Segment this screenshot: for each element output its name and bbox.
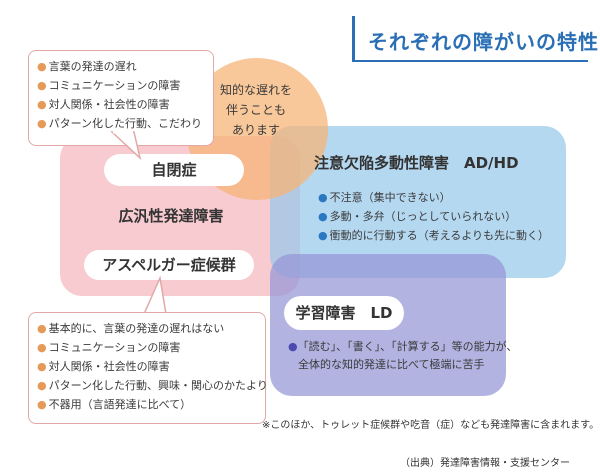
list-item: ●パターン化した行動、こだわり xyxy=(37,117,203,130)
intellectual-disability-text: 知的な遅れを 伴うことも あります xyxy=(200,80,312,140)
ld-description: ●「読む」、「書く」、「計算する」等の能力が、 全体的な知的発達に比べて極端に苦… xyxy=(288,338,517,374)
autism-label: 自閉症 xyxy=(104,154,244,186)
list-item: ●基本的に、言葉の発達の遅れはない xyxy=(37,322,225,335)
list-item: ●コミュニケーションの障害 xyxy=(37,341,181,354)
adhd-list: ●不注意（集中できない） ●多動・多弁（じっとしていられない） ●衝動的に行動す… xyxy=(318,188,549,245)
ld-line: 全体的な知的発達に比べて極端に苦手 xyxy=(298,358,485,371)
pdd-label: 広汎性発達障害 xyxy=(118,207,224,225)
adhd-title: 注意欠陥多動性障害 AD/HD xyxy=(314,154,519,172)
footnote: ※このほか、トゥレット症候群や吃音（症）なども発達障害に含まれます。 xyxy=(262,420,600,431)
list-item: ●コミュニケーションの障害 xyxy=(37,79,181,92)
list-item: ●衝動的に行動する（考えるよりも先に動く） xyxy=(318,229,550,242)
list-item: ●言葉の発達の遅れ xyxy=(37,60,137,73)
list-item: ●多動・多弁（じっとしていられない） xyxy=(318,210,517,223)
autism-traits-callout: ●言葉の発達の遅れ ●コミュニケーションの障害 ●対人関係・社会性の障害 ●パタ… xyxy=(28,50,214,146)
asperger-traits-callout: ●基本的に、言葉の発達の遅れはない ●コミュニケーションの障害 ●対人関係・社会… xyxy=(28,312,268,424)
list-item: ●不器用（言語発達に比べて） xyxy=(37,398,192,411)
intellectual-line: 知的な遅れを xyxy=(219,83,292,97)
list-item: ●対人関係・社会性の障害 xyxy=(37,360,170,373)
callout-bottom-tail xyxy=(142,276,167,315)
list-item: ●対人関係・社会性の障害 xyxy=(37,98,170,111)
title-frame-vertical xyxy=(352,16,355,62)
list-item: ●パターン化した行動、興味・関心のかたより xyxy=(37,379,268,392)
ld-line: ●「読む」、「書く」、「計算する」等の能力が、 xyxy=(288,340,518,353)
callout-top-tail xyxy=(110,130,142,160)
title-frame-horizontal xyxy=(352,60,588,62)
source-credit: （出典）発達障害情報・支援センター xyxy=(400,458,570,469)
intellectual-line: 伴うことも xyxy=(225,103,286,117)
ld-label: 学習障害 LD xyxy=(284,296,404,330)
list-item: ●不注意（集中できない） xyxy=(318,191,451,204)
page-title: それぞれの障がいの特性 xyxy=(368,30,599,54)
intellectual-line: あります xyxy=(231,123,280,137)
asperger-label: アスペルガー症候群 xyxy=(84,250,254,280)
